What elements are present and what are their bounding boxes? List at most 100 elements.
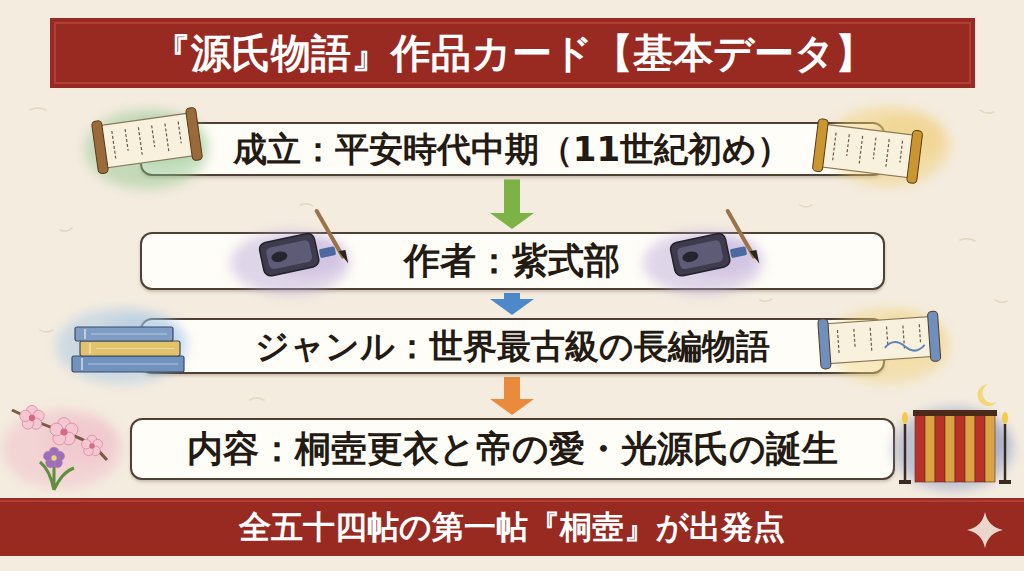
inkstone-icon xyxy=(681,250,699,263)
watercolor-wash xyxy=(56,308,188,384)
scroll-icon xyxy=(812,118,828,172)
data-card-box: 内容：桐壺更衣と帝の愛・光源氏の誕生 xyxy=(130,418,895,480)
card-text: 内容：桐壺更衣と帝の愛・光源氏の誕生 xyxy=(187,427,838,470)
blossom-icon xyxy=(30,418,41,429)
inkstone-icon xyxy=(729,246,747,258)
candle-stand-icon xyxy=(999,412,1011,484)
folding-screen-icon xyxy=(913,410,997,482)
folding-screen-icon xyxy=(955,414,965,482)
candle-stand-icon xyxy=(1002,412,1008,424)
watercolor-wash xyxy=(643,231,763,295)
paper-texture xyxy=(40,330,53,332)
books-icon xyxy=(72,356,184,372)
paper-texture xyxy=(60,228,72,231)
candle-stand-icon xyxy=(903,424,906,482)
watercolor-wash xyxy=(230,231,350,295)
inkstone-icon xyxy=(258,232,320,277)
card-text: 成立：平安時代中期（11世紀初め） xyxy=(233,129,791,170)
blossom-icon xyxy=(22,418,33,429)
watercolor-wash xyxy=(869,114,943,162)
scroll-icon xyxy=(906,130,922,184)
scroll-icon xyxy=(97,112,197,168)
scroll-icon xyxy=(870,328,872,353)
watercolor-wash xyxy=(128,117,202,165)
iris-plant-icon xyxy=(40,460,74,490)
scroll-icon xyxy=(812,118,923,183)
scroll-icon xyxy=(859,136,862,164)
blossom-icon xyxy=(89,443,94,448)
watercolor-wash xyxy=(893,407,1013,491)
books-icon xyxy=(81,358,82,370)
scroll-icon xyxy=(886,327,887,346)
paper-texture xyxy=(995,300,1007,302)
scroll-icon xyxy=(164,123,168,151)
inkstone-icon xyxy=(749,250,759,265)
data-card-box: 作者：紫式部 xyxy=(140,232,885,290)
scroll-icon xyxy=(823,316,936,364)
scroll-icon xyxy=(817,319,830,370)
blossom-icon xyxy=(57,418,70,431)
blossom-icon xyxy=(52,458,62,468)
books-icon xyxy=(88,364,178,365)
scroll-icon xyxy=(919,324,920,343)
card-text: 作者：紫式部 xyxy=(404,239,620,282)
blossom-icon xyxy=(51,455,56,460)
inkstone-icon xyxy=(316,208,342,260)
watercolor-wash xyxy=(935,415,1007,465)
blossom-icon xyxy=(43,451,53,461)
blossom-icon xyxy=(92,439,102,449)
title-banner xyxy=(50,18,975,88)
caption-band xyxy=(0,498,1024,556)
inkstone-icon xyxy=(265,239,313,270)
card-ornament xyxy=(230,207,763,295)
scroll-icon xyxy=(138,127,142,155)
flow-arrow xyxy=(504,293,520,299)
scroll-icon xyxy=(853,329,854,348)
inkstone-icon xyxy=(338,250,348,265)
books-icon xyxy=(96,348,174,349)
folding-screen-icon xyxy=(985,414,995,482)
watercolor-wash xyxy=(102,316,181,362)
blossom-icon xyxy=(43,447,64,467)
inkstone-icon xyxy=(669,232,731,277)
scroll-icon xyxy=(873,137,876,159)
scroll-icon xyxy=(899,140,902,162)
scroll-icon xyxy=(91,107,202,174)
folding-screen-icon xyxy=(913,410,997,416)
scroll-icon xyxy=(111,131,115,159)
scroll-icon xyxy=(837,330,839,355)
inkstone-icon xyxy=(676,239,724,270)
blossom-icon xyxy=(19,405,44,429)
data-card-box: ジャンル：世界最古級の長編物語 xyxy=(140,318,885,374)
caption-text-holder: 全五十四帖の第一帖『桐壺』が出発点 xyxy=(0,498,1024,556)
blossom-icon xyxy=(54,451,64,461)
blossom-icon xyxy=(90,446,100,456)
blossom-icon xyxy=(81,439,91,449)
scroll-icon xyxy=(91,120,108,174)
blossom-icon xyxy=(83,446,93,456)
candle-stand-icon xyxy=(899,412,911,484)
watercolor-wash xyxy=(44,417,116,465)
folding-screen-icon xyxy=(945,414,955,482)
watercolor-wash xyxy=(826,308,950,384)
card-ornament xyxy=(85,106,950,189)
paper-texture xyxy=(760,299,772,301)
blossom-icon xyxy=(65,423,78,436)
branch-icon xyxy=(12,410,107,460)
title-text: 『源氏物語』作品カード【基本データ】 xyxy=(151,29,875,77)
folding-screen-icon xyxy=(935,414,945,482)
blossom-icon xyxy=(87,435,97,445)
paper-texture xyxy=(250,398,264,400)
paper-texture xyxy=(800,205,812,207)
blossom-icon xyxy=(26,405,37,416)
scroll-icon xyxy=(185,107,202,161)
blossom-icon xyxy=(81,435,102,455)
inkstone-icon xyxy=(254,207,348,281)
paper-texture xyxy=(30,108,46,110)
folding-screen-icon xyxy=(915,414,925,482)
scroll-icon xyxy=(832,132,835,160)
folding-screen-icon xyxy=(965,414,975,482)
books-icon xyxy=(80,341,180,356)
blossom-icon xyxy=(52,432,65,445)
